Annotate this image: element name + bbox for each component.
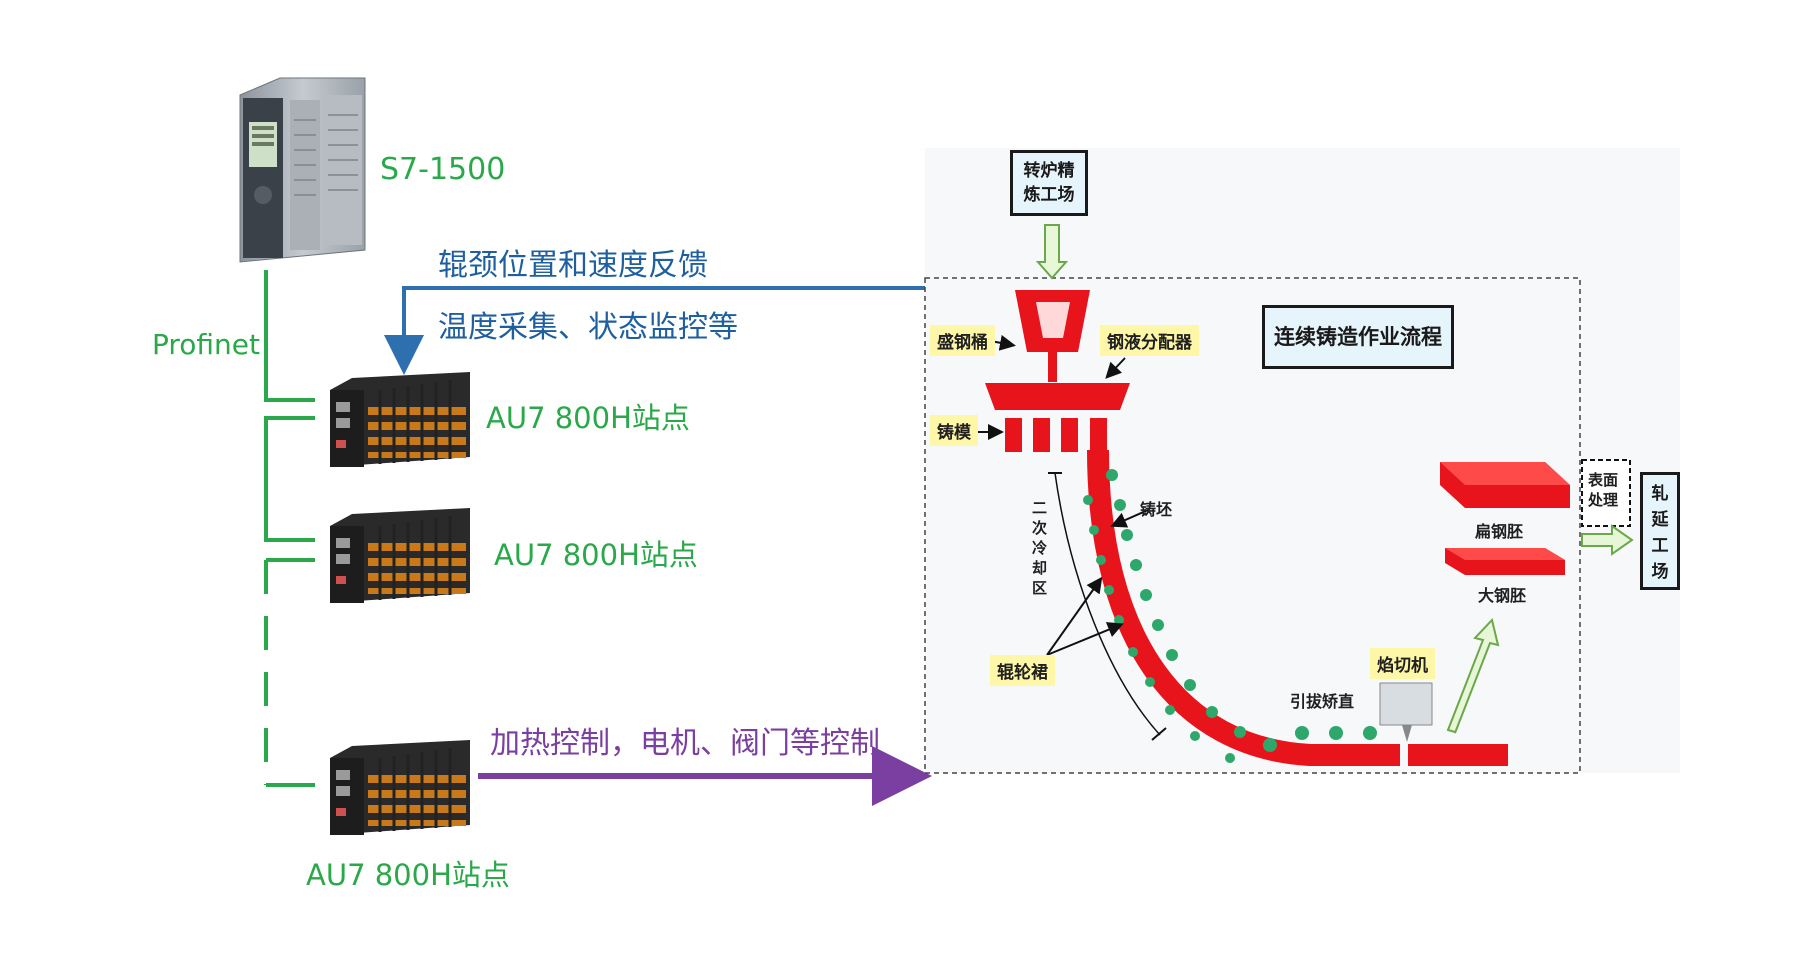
plc-label: S7-1500 xyxy=(380,152,506,187)
station-label-1: AU7 800H站点 xyxy=(486,401,690,435)
mold-label: 铸模 xyxy=(930,415,978,446)
io-station-device-icon xyxy=(330,508,470,603)
cutter-label: 焰切机 xyxy=(1370,648,1435,679)
bloom-label: 大钢胚 xyxy=(1478,586,1527,605)
converter-arrow-icon xyxy=(1035,224,1069,280)
straightener-label: 引拔矫直 xyxy=(1290,692,1355,711)
io-station-device-icon xyxy=(330,740,470,835)
tundish-label: 钢液分配器 xyxy=(1100,325,1199,356)
profinet-lines xyxy=(264,270,315,787)
roller-dots xyxy=(1083,469,1377,763)
strand-label: 铸坯 xyxy=(1140,500,1173,519)
ladle-label: 盛钢桶 xyxy=(930,325,995,356)
station-label-2: AU7 800H站点 xyxy=(494,538,698,572)
cutter-icon xyxy=(1379,682,1433,726)
profinet-label: Profinet xyxy=(152,328,261,361)
rollers-label: 辊轮裙 xyxy=(990,655,1055,686)
process-title: 连续铸造作业流程 xyxy=(1262,305,1454,369)
plc-cpu-icon xyxy=(239,77,366,263)
feedback-label-2: 温度采集、状态监控等 xyxy=(438,310,738,345)
right-arrow-icon xyxy=(1581,524,1634,556)
control-label: 加热控制，电机、阀门等控制 xyxy=(490,726,880,761)
up-arrow-icon xyxy=(1446,617,1500,734)
mold-icon xyxy=(1005,418,1022,452)
io-station-device-icon xyxy=(330,372,470,467)
rolling-box: 轧 延 工 场 xyxy=(1640,472,1680,590)
surface-label: 表面 处理 xyxy=(1588,471,1619,509)
station-label-3: AU7 800H站点 xyxy=(306,858,510,892)
converter-box: 转炉精 炼工场 xyxy=(1010,150,1088,216)
feedback-arrow xyxy=(384,286,925,375)
feedback-label-1: 辊颈位置和速度反馈 xyxy=(438,248,708,283)
secondary-cooling-label: 二 次 冷 却 区 xyxy=(1032,499,1048,597)
slab-label: 扁钢胚 xyxy=(1475,522,1524,541)
tundish-icon xyxy=(985,383,1130,410)
casting-process-panel xyxy=(924,148,1680,774)
